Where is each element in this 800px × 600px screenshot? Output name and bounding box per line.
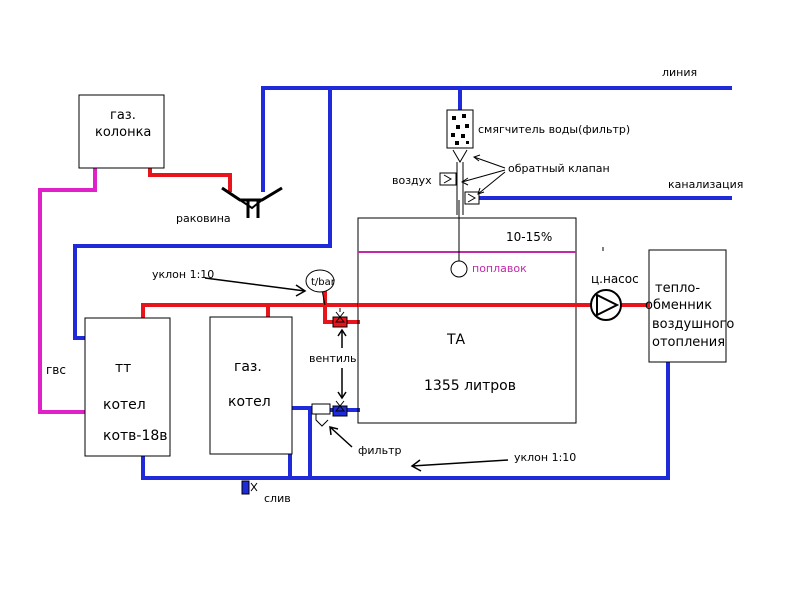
label-tt-2: котел	[103, 397, 146, 413]
label-slope-bottom: уклон 1:10	[514, 451, 576, 464]
check-valve-pointer-arrows	[461, 154, 506, 195]
label-hx-4: отопления	[652, 335, 725, 350]
tank-bottom-pipe	[308, 408, 360, 480]
check-valve-sewer-icon	[464, 191, 480, 205]
circulation-pump-icon	[590, 247, 622, 321]
dhw-pipe	[38, 168, 97, 414]
label-sewer: канализация	[668, 178, 743, 191]
check-valve-air-icon	[439, 172, 457, 186]
bottom-valve-icon	[332, 400, 348, 417]
label-valve: вентиль	[309, 352, 357, 365]
label-gauge: t/bar	[311, 277, 336, 288]
label-drain: слив	[264, 492, 291, 505]
label-gas-heater-1: газ.	[110, 108, 136, 123]
water-softener-icon	[446, 109, 474, 215]
label-hx-1: тепло-	[655, 281, 700, 296]
label-tt-3: котв-18в	[103, 428, 168, 444]
filter-icon	[311, 403, 331, 427]
gas-water-heater-box	[78, 94, 165, 169]
label-dhw: гвс	[46, 363, 66, 377]
label-check-valve: обратный клапан	[508, 162, 610, 175]
valve-pointer-arrows	[337, 328, 347, 400]
gas-boiler-box	[209, 316, 293, 455]
thermo-manometer-icon	[305, 269, 335, 306]
label-tt-1: тт	[115, 360, 131, 376]
mains-line-pipe	[261, 86, 732, 192]
label-softener: смягчитель воды(фильтр)	[478, 123, 630, 136]
return-pipe	[141, 358, 670, 480]
slope-top-arrow	[204, 277, 307, 297]
top-valve-icon	[332, 308, 348, 328]
label-hx-3: воздушного	[652, 317, 734, 332]
solid-fuel-boiler-box	[84, 317, 171, 457]
filter-pointer-arrow	[329, 426, 353, 448]
label-slope-top: уклон 1:10	[152, 268, 214, 281]
label-sink: раковина	[176, 212, 231, 225]
label-gas-boiler-1: газ.	[234, 359, 262, 375]
label-tank-volume: 1355 литров	[424, 378, 516, 394]
label-pump: ц.насос	[591, 272, 639, 286]
heat-exchanger-box	[648, 249, 727, 363]
heat-accumulator-tank	[357, 217, 577, 424]
sink-icon	[221, 186, 283, 218]
slope-bottom-arrow	[410, 459, 509, 472]
label-air: воздух	[392, 174, 432, 187]
label-percent: 10-15%	[506, 230, 552, 244]
label-tank-name: ТА	[446, 332, 466, 348]
float-icon	[450, 260, 468, 278]
drain-valve-icon	[241, 480, 258, 495]
label-line: линия	[662, 66, 697, 79]
label-hx-2: обменник	[645, 298, 712, 313]
label-filter: фильтр	[358, 444, 401, 457]
label-gas-heater-2: колонка	[95, 125, 151, 140]
label-float: поплавок	[472, 262, 527, 275]
cold-to-boiler-pipe	[73, 86, 332, 340]
hot-to-sink-pipe	[148, 166, 232, 192]
label-gas-boiler-2: котел	[228, 394, 271, 410]
